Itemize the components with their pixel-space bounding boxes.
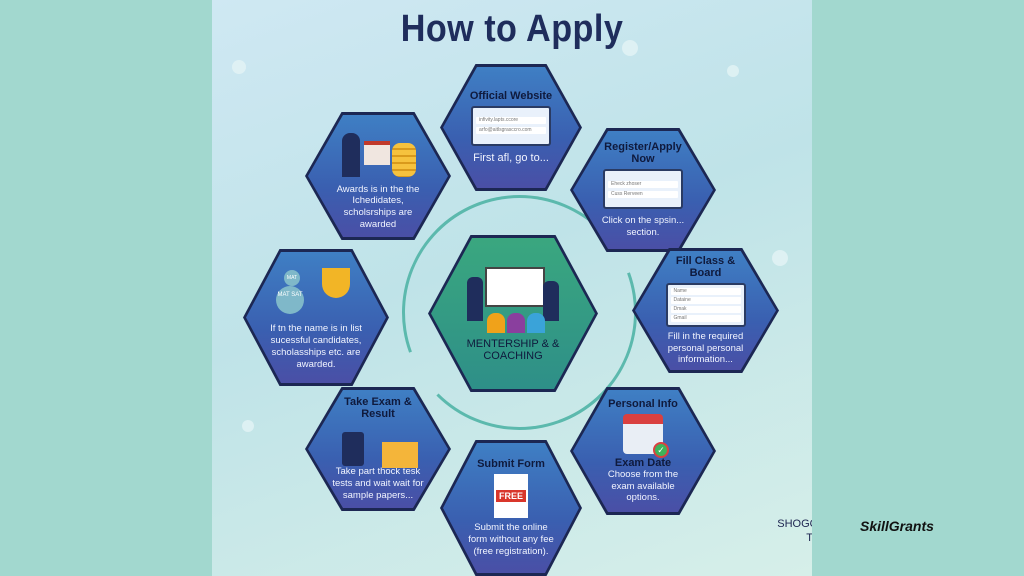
- step-text: Take part thock tesk tests and wait wait…: [332, 466, 424, 502]
- coins-icon: [392, 143, 416, 177]
- step-heading: Personal Info: [608, 397, 678, 410]
- building-icon: [364, 141, 390, 165]
- hex-awards: Awards is in the the Ichedidates, schols…: [305, 112, 451, 240]
- page-title: How to Apply: [400, 8, 624, 50]
- form-field: Eheck zhoser: [608, 180, 678, 188]
- tablet-icon: [342, 432, 364, 466]
- step-text: Awards is in the the Ichedidates, schols…: [336, 183, 420, 231]
- form-icon: Name Dataine Dmak Gmail: [665, 282, 746, 327]
- form-field: Dataine: [670, 296, 741, 304]
- trophy-icon: [322, 268, 350, 299]
- envelope-icon: [382, 442, 418, 468]
- check-icon: ✓: [653, 441, 669, 458]
- step-heading: Official Website: [469, 89, 553, 102]
- gear-icon: MAT: [284, 270, 300, 287]
- step-text: Submit the online form without any fee (…: [468, 522, 554, 557]
- step-text: Click on the spsin... section.: [601, 215, 685, 238]
- calendar-icon: ✓: [623, 413, 669, 458]
- url-field: infivity.lapts.ccore: [476, 117, 546, 125]
- step-heading: Register/Apply Now: [604, 141, 682, 166]
- step-text: If tn the name is in list sucessful cand…: [270, 323, 362, 370]
- form-window-icon: Eheck zhoser Cuss Rerveen: [603, 169, 683, 210]
- hex-fill-class-board: Fill Class & Board Name Dataine Dmak Gma…: [632, 248, 779, 373]
- step-text: First afl, go to...: [473, 151, 549, 164]
- graduate-icon: [342, 133, 360, 177]
- hex-results: MAT MAT SAT If tn the name is in list su…: [243, 249, 389, 386]
- free-badge: FREE: [495, 490, 526, 503]
- center-label: MENTERSHIP & & COACHING: [466, 338, 560, 362]
- form-field: Dmak: [670, 305, 741, 313]
- awards-illustration: [338, 123, 418, 179]
- hex-mentorship: MENTERSHIP & & COACHING: [428, 235, 598, 392]
- laptop-icon: infivity.lapts.ccore arfo@aitlsgrasccro.…: [471, 105, 551, 146]
- gear-icon: MAT SAT: [276, 286, 304, 315]
- form-field: Cuss Rerveen: [608, 190, 678, 198]
- step-heading: Fill Class & Board: [675, 254, 736, 279]
- hex-official-website: Official Website infivity.lapts.ccore ar…: [440, 64, 582, 191]
- hex-submit-form: Submit Form FREE Submit the online form …: [440, 440, 582, 576]
- step-subheading: Exam Date: [614, 456, 672, 469]
- footer-caption: SHOGOR & EXAM TESTS: [777, 518, 812, 545]
- infographic: How to Apply MENTERSHIP & & COACHING Off…: [212, 0, 812, 576]
- hex-personal-info: Personal Info ✓ Exam Date Choose from th…: [570, 387, 716, 515]
- step-heading: Submit Form: [477, 458, 545, 471]
- email-field: arfo@aitlsgrasccro.com: [476, 127, 546, 135]
- form-field: Name: [670, 287, 741, 295]
- cycle-arrows: [402, 195, 637, 430]
- exam-illustration: [338, 426, 418, 468]
- results-illustration: MAT MAT SAT: [276, 266, 356, 318]
- hex-take-exam: Take Exam & Result Take part thock tesk …: [305, 387, 451, 511]
- mentoring-illustration: [463, 263, 563, 333]
- document-icon: FREE: [494, 474, 528, 519]
- step-text: Choose from the exam available options.: [607, 468, 679, 504]
- step-heading: Take Exam & Result: [344, 396, 412, 420]
- step-text: Fill in the required personal personal i…: [667, 330, 744, 366]
- form-field: Gmail: [670, 314, 741, 322]
- brand-logo: SkillGrants: [860, 518, 934, 534]
